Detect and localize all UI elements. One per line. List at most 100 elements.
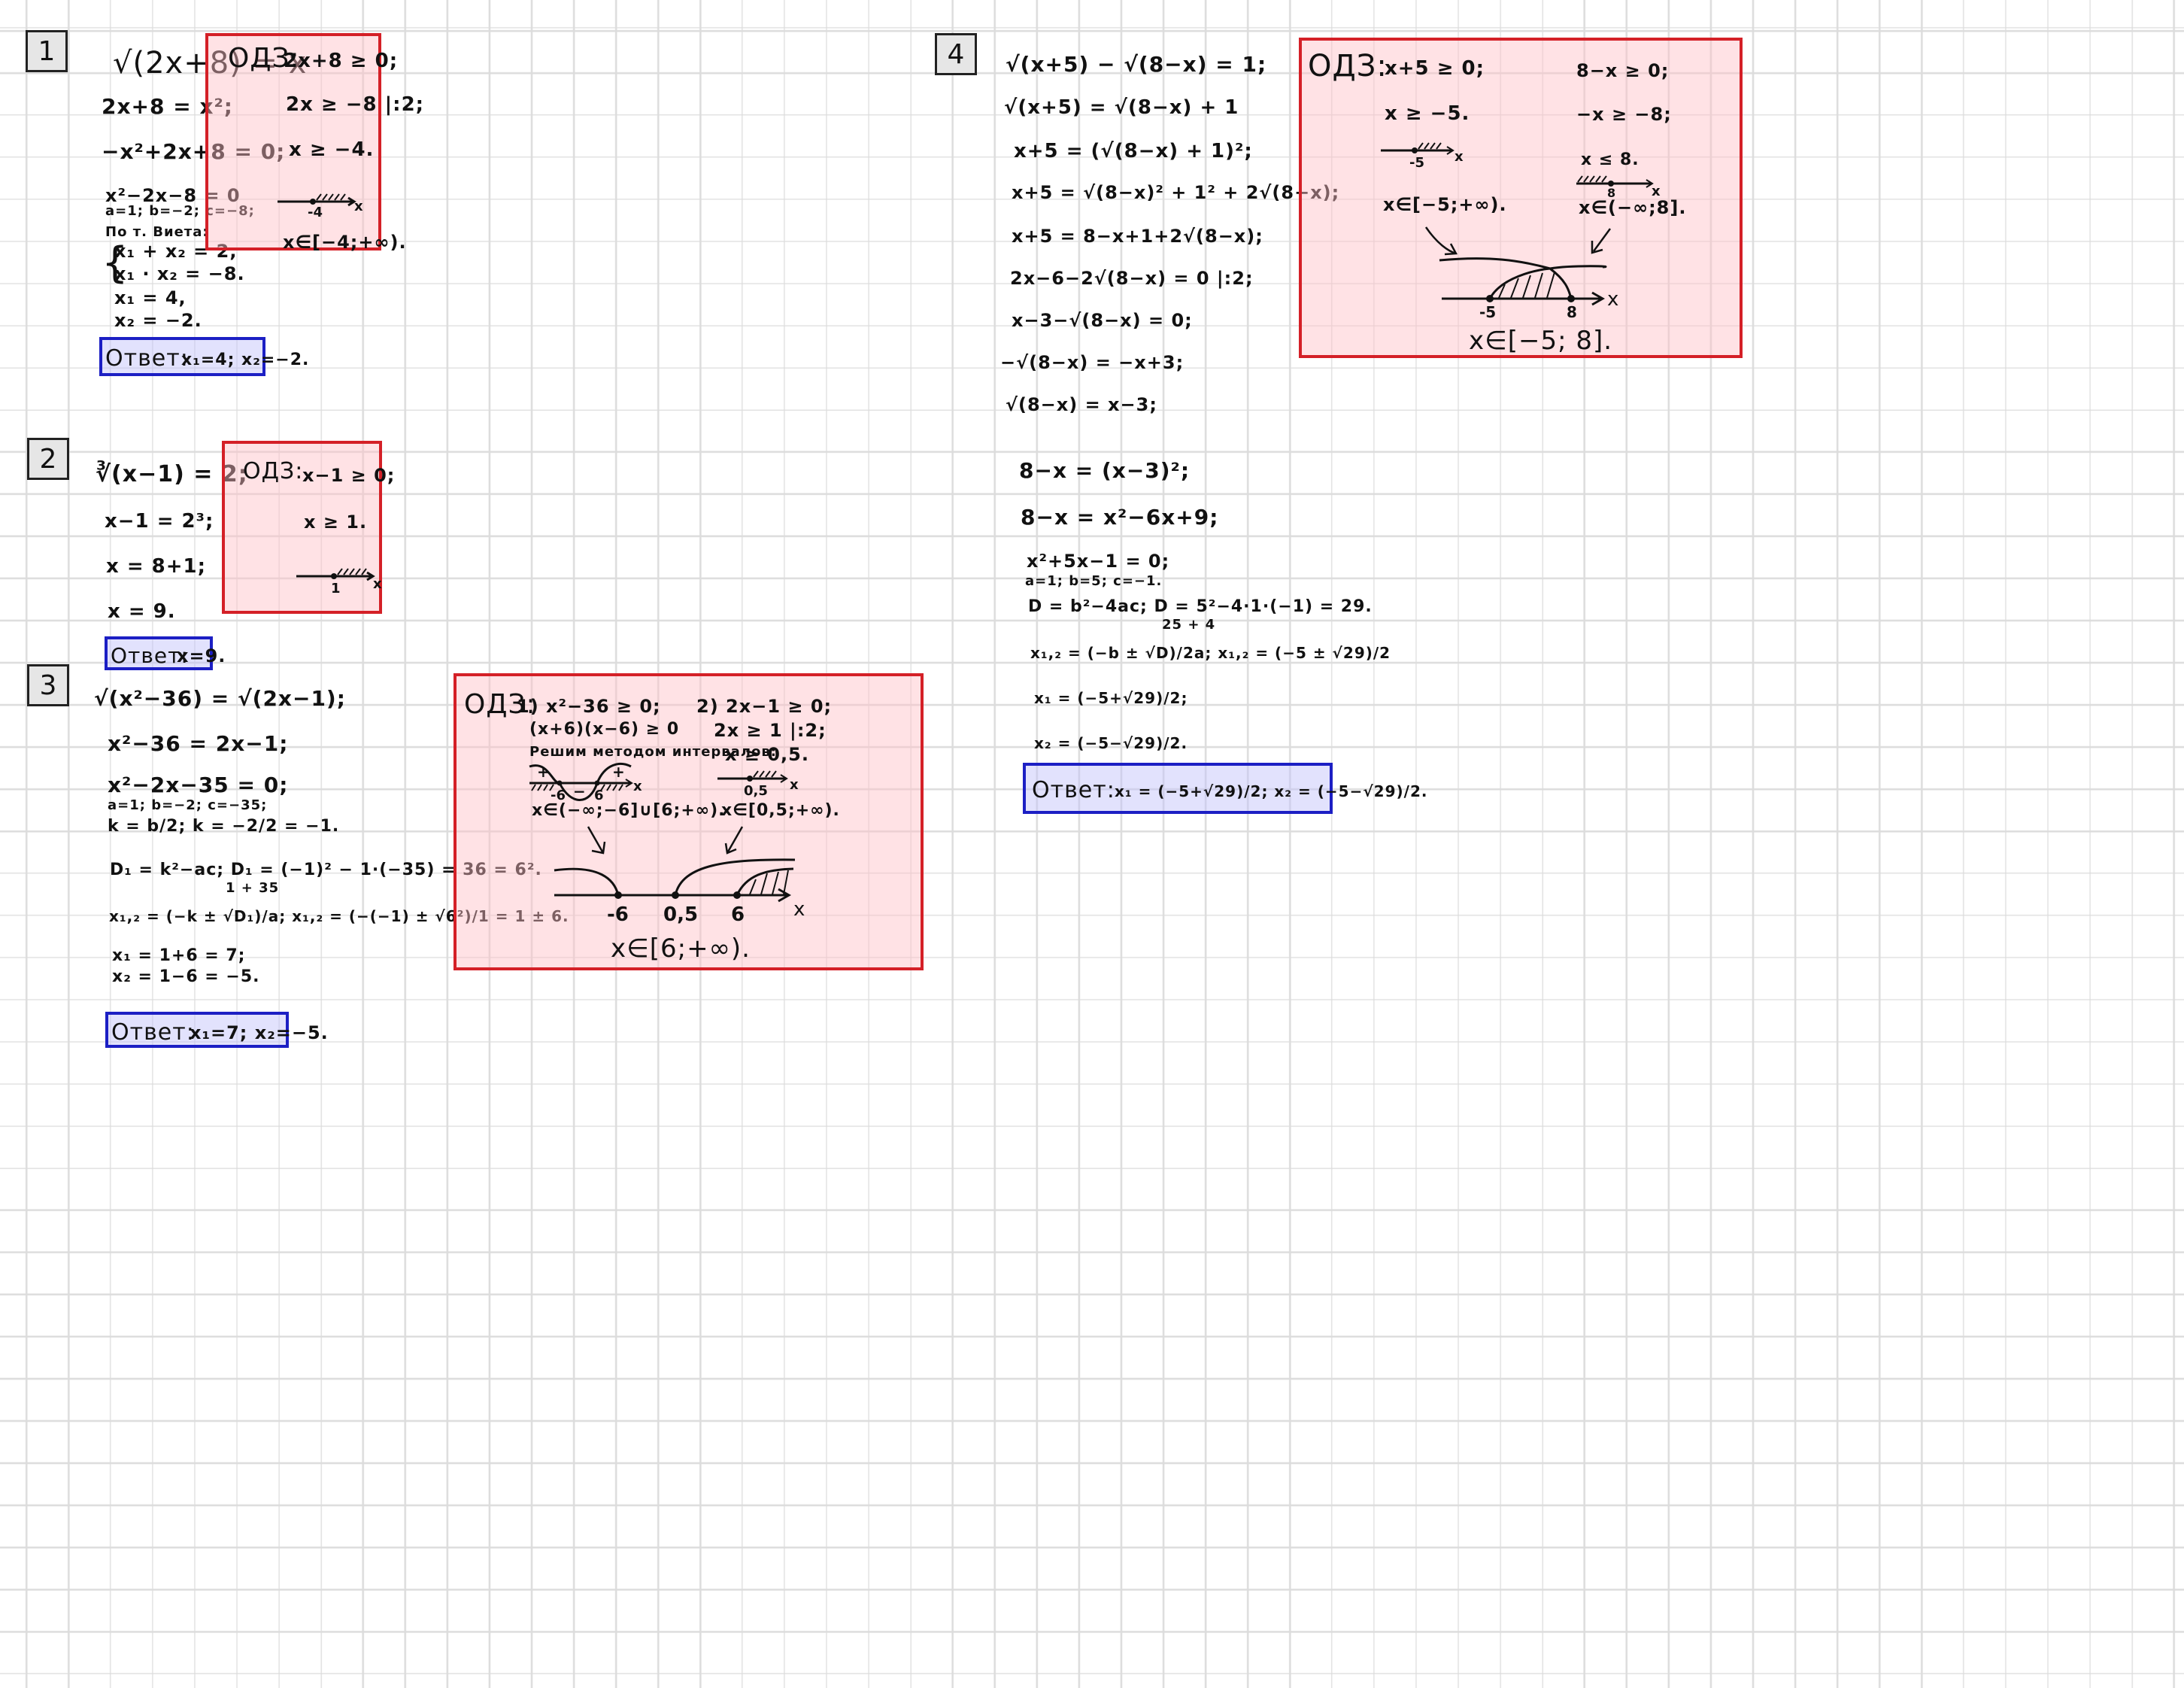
axis-point-label: -6	[607, 903, 629, 926]
arrow-icon	[1591, 228, 1612, 254]
sign-label: −	[573, 782, 586, 800]
odz-result: x∈[−5;+∞).	[1383, 194, 1507, 215]
axis-point-label: 6	[731, 903, 745, 926]
odz-line: x ≥ 0,5.	[725, 744, 809, 765]
step: x−3−√(8−x) = 0;	[1012, 310, 1193, 331]
step: 8−x = x²−6x+9;	[1021, 505, 1219, 530]
step: x−1 = 2³;	[105, 510, 214, 533]
step: x₁ = (−5+√29)/2;	[1034, 689, 1188, 707]
axis-point-label: 6	[594, 788, 604, 803]
sign-label: +	[612, 763, 625, 781]
step: x₁ = 4,	[114, 287, 187, 308]
axis-point-label: 0,5	[744, 783, 768, 799]
step: −√(8−x) = −x+3;	[1000, 352, 1185, 373]
step: x+5 = 8−x+1+2√(8−x);	[1012, 226, 1263, 247]
step: x₂ = 1−6 = −5.	[112, 967, 260, 986]
axis-point-label: 0,5	[663, 903, 698, 926]
axis-var-label: x	[354, 199, 363, 214]
odz-line: x ≤ 8.	[1581, 150, 1640, 169]
odz-line: x ≥ −5.	[1385, 102, 1470, 125]
step: x₁ = 1+6 = 7;	[112, 946, 246, 965]
combined-number-line: -6 0,5 6 x	[554, 826, 805, 926]
odz-box: ОДЗ: x−1 ≥ 0; x ≥ 1. 1 x	[222, 441, 394, 614]
answer-label: Ответ:	[105, 345, 189, 372]
step: 2x+8 = x²;	[102, 94, 233, 119]
odz-result: x∈[−4;+∞).	[283, 232, 407, 253]
equation: √(x+5) − √(8−x) = 1;	[1006, 52, 1267, 77]
answer-value: x₁=7; x₂=−5.	[190, 1022, 329, 1043]
axis-point-label: -4	[308, 205, 323, 220]
problem-number-4: 4	[935, 33, 977, 75]
coefficients: a=1; b=5; c=−1.	[1025, 573, 1163, 589]
axis-point-label: 1	[331, 581, 341, 597]
answer-box: Ответ: x=9.	[105, 636, 225, 670]
odz-title: ОДЗ:	[464, 689, 536, 720]
odz-result: x∈(−∞;−6]∪[6;+∞).	[532, 801, 726, 820]
odz-title: ОДЗ:	[1308, 49, 1388, 83]
step: x = 9.	[108, 600, 176, 623]
step: x₂ = (−5−√29)/2.	[1034, 734, 1188, 752]
step: x₂ = −2.	[114, 310, 202, 331]
step: 8−x = (x−3)²;	[1019, 458, 1191, 483]
odz-line: 2) 2x−1 ≥ 0;	[696, 696, 833, 717]
number-line: 1 x	[296, 568, 382, 597]
answer-value: x=9.	[177, 645, 226, 666]
odz-result: x∈[6;+∞).	[611, 934, 751, 964]
odz-box: ОДЗ: 2x+8 ≥ 0; 2x ≥ −8 |:2; x ≥ −4. -4 x…	[205, 33, 423, 251]
axis-var-label: x	[790, 777, 799, 793]
odz-line: 1) x²−36 ≥ 0;	[517, 696, 661, 717]
odz-box: ОДЗ: 1) x²−36 ≥ 0; (x+6)(x−6) ≥ 0 Решим …	[453, 673, 924, 970]
step-note: 25 + 4	[1162, 617, 1216, 633]
step: D₁ = k²−ac; D₁ = (−1)² − 1·(−35) = 36 = …	[110, 861, 542, 879]
arrow-icon	[587, 826, 606, 855]
step: −x²+2x+8 = 0;	[102, 139, 286, 164]
step: x = 8+1;	[106, 555, 207, 578]
sign-chart: + − + -6 6 x	[529, 763, 642, 803]
answer-box: Ответ: x₁=7; x₂=−5.	[105, 1012, 328, 1048]
number-line: 8 x	[1576, 175, 1661, 200]
answer-label: Ответ:	[111, 643, 189, 668]
arrow-icon	[724, 826, 744, 855]
step-note: 1 + 35	[226, 880, 280, 896]
vieta-label: По т. Виета:	[105, 224, 209, 240]
step: 2x−6−2√(8−x) = 0 |:2;	[1010, 268, 1254, 289]
odz-line: x+5 ≥ 0;	[1385, 57, 1485, 80]
odz-result: x∈[0,5;+∞).	[721, 801, 840, 820]
odz-line: (x+6)(x−6) ≥ 0	[529, 720, 680, 739]
axis-point-label: -6	[551, 788, 566, 803]
odz-line: 2x+8 ≥ 0;	[284, 50, 399, 72]
step: √(8−x) = x−3;	[1006, 394, 1157, 415]
odz-result: x∈[−5; 8].	[1469, 326, 1613, 356]
odz-line: 8−x ≥ 0;	[1576, 60, 1670, 81]
step: x₁,₂ = (−b ± √D)/2a; x₁,₂ = (−5 ± √29)/2	[1030, 644, 1391, 662]
step: x²−2x−35 = 0;	[108, 773, 289, 797]
odz-box: ОДЗ: x+5 ≥ 0; x ≥ −5. -5 x x∈[−5;+∞). 8−…	[1299, 38, 1743, 358]
odz-line: −x ≥ −8;	[1576, 104, 1672, 125]
step: x₁ + x₂ = 2,	[114, 241, 238, 262]
step: x₁ · x₂ = −8.	[114, 263, 245, 284]
coefficients: a=1; b=−2; c=−35;	[108, 797, 268, 813]
step: x²+5x−1 = 0;	[1027, 551, 1170, 572]
step: x²−2x−8 = 0	[105, 185, 241, 206]
number-line: 0,5 x	[717, 770, 799, 799]
step: x+5 = √(8−x)² + 1² + 2√(8−x);	[1012, 182, 1340, 203]
odz-line: x ≥ −4.	[289, 138, 375, 161]
axis-var-label: x	[1652, 184, 1661, 199]
odz-line: Решим методом интервалов:	[529, 744, 777, 760]
axis-var-label: x	[633, 779, 642, 794]
axis-var-label: x	[1607, 288, 1618, 311]
axis-point-label: -5	[1409, 155, 1424, 171]
odz-result: x∈(−∞;8].	[1579, 197, 1687, 218]
odz-line: 2x ≥ −8 |:2;	[286, 93, 425, 116]
coefficients: a=1; b=−2; c=−8;	[105, 203, 255, 219]
problem-number-1: 1	[26, 30, 68, 72]
step: D = b²−4ac; D = 5²−4·1·(−1) = 29.	[1028, 597, 1373, 616]
number-line: -5 x	[1381, 142, 1464, 171]
problem-number-3: 3	[27, 664, 69, 706]
axis-var-label: x	[373, 576, 382, 592]
answer-label: Ответ:	[111, 1019, 195, 1046]
step: √(x+5) = √(8−x) + 1	[1004, 96, 1239, 119]
answer-label: Ответ:	[1032, 777, 1115, 803]
axis-var-label: x	[1454, 149, 1464, 165]
answer-value: x₁=4; x₂=−2.	[181, 351, 310, 369]
